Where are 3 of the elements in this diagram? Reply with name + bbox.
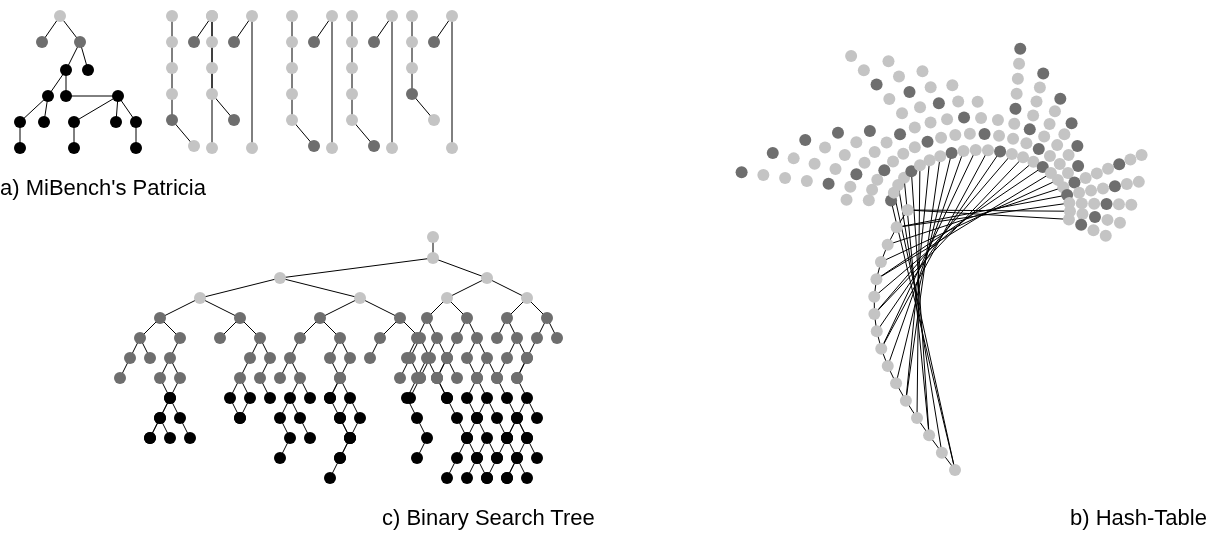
caption: c) Binary Search Tree xyxy=(382,505,595,531)
caption: a) MiBench's Patricia xyxy=(0,175,206,201)
caption: b) Hash-Table xyxy=(1070,505,1207,531)
